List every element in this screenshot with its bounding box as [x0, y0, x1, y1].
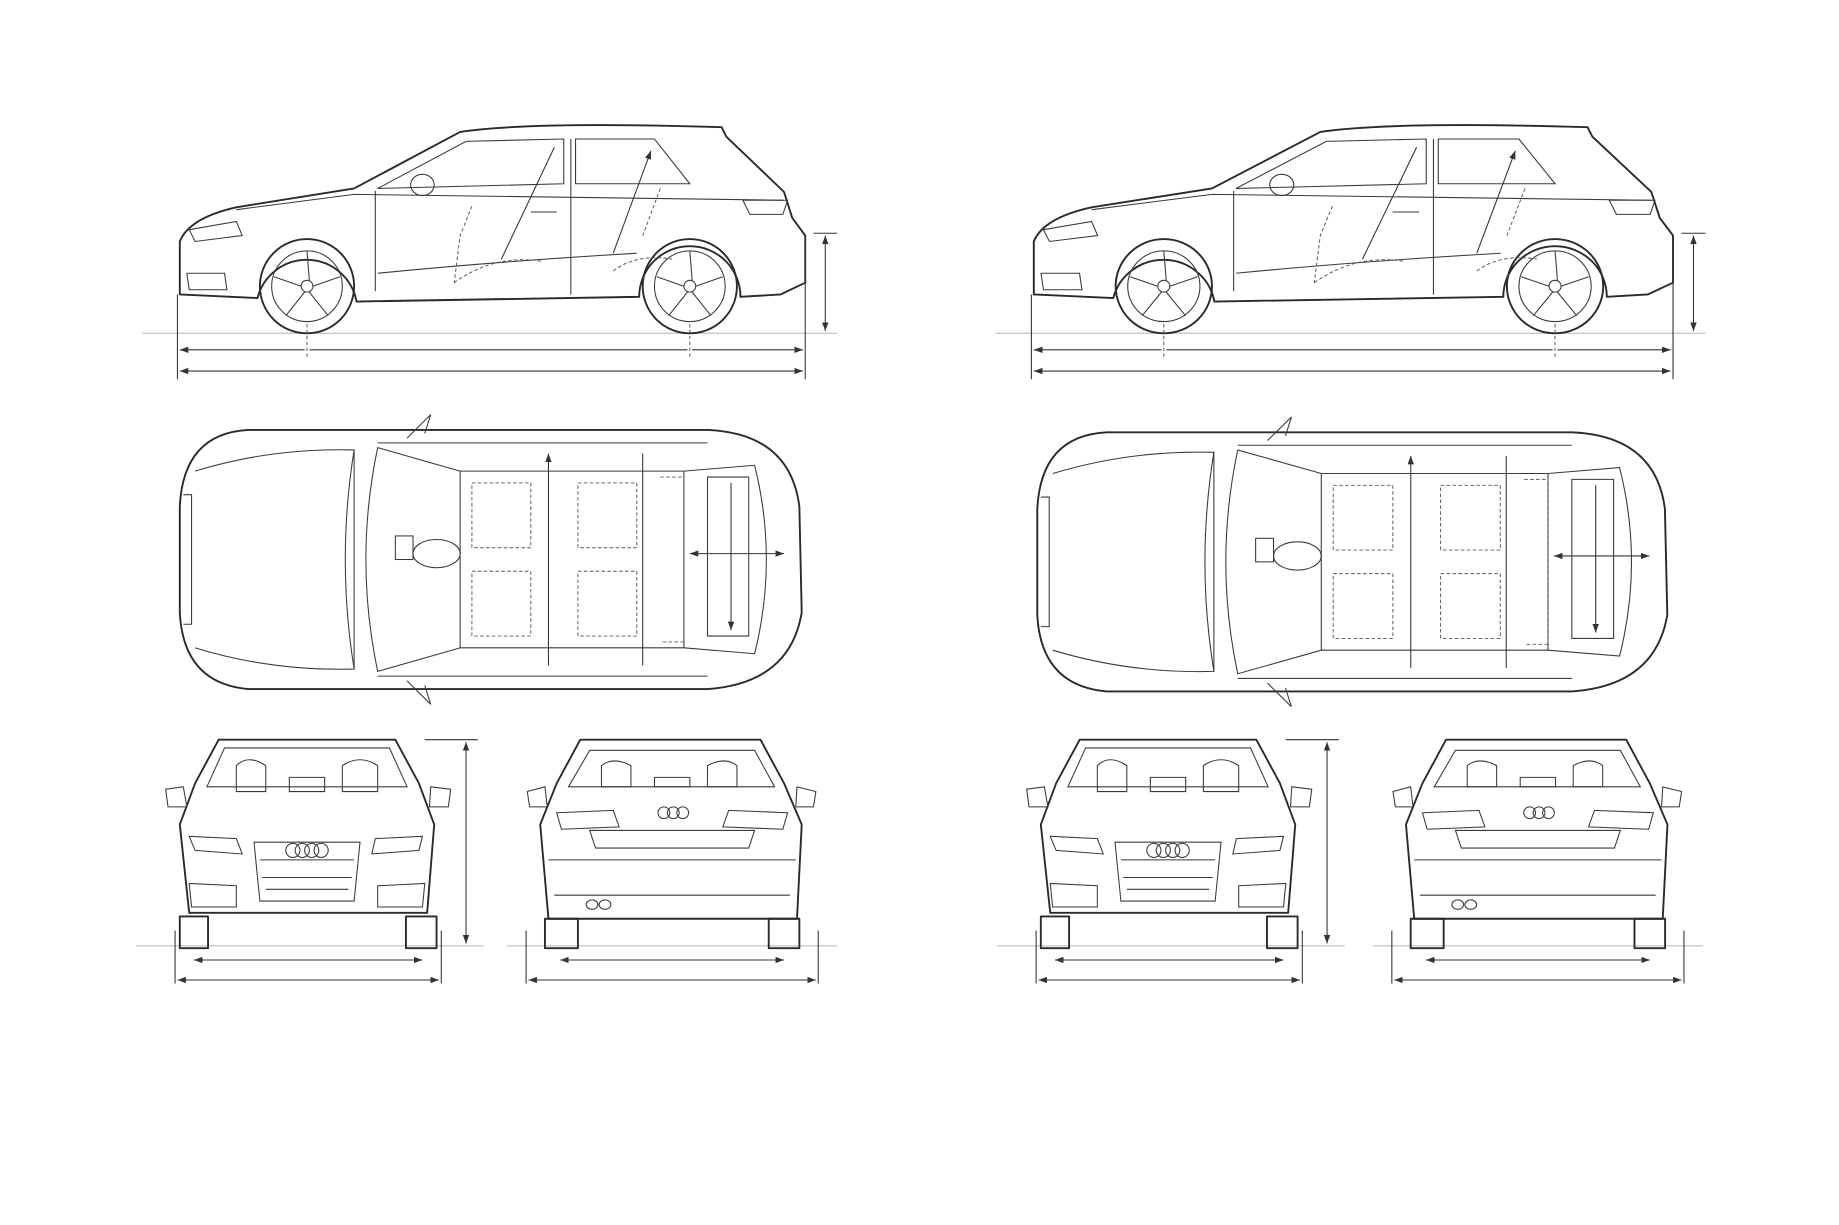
sportback-drawings [995, 125, 1705, 983]
three-door-side-view [142, 125, 837, 379]
sportback-front-view [997, 740, 1344, 984]
three-door-rear-view [507, 740, 837, 984]
three-door-front-view [136, 740, 483, 984]
three-door-drawings [136, 125, 837, 983]
sportback-side-view [995, 125, 1705, 379]
sportback-rear-view [1373, 740, 1703, 984]
three-door-top-view [180, 415, 802, 705]
sportback-top-view [1037, 417, 1667, 707]
